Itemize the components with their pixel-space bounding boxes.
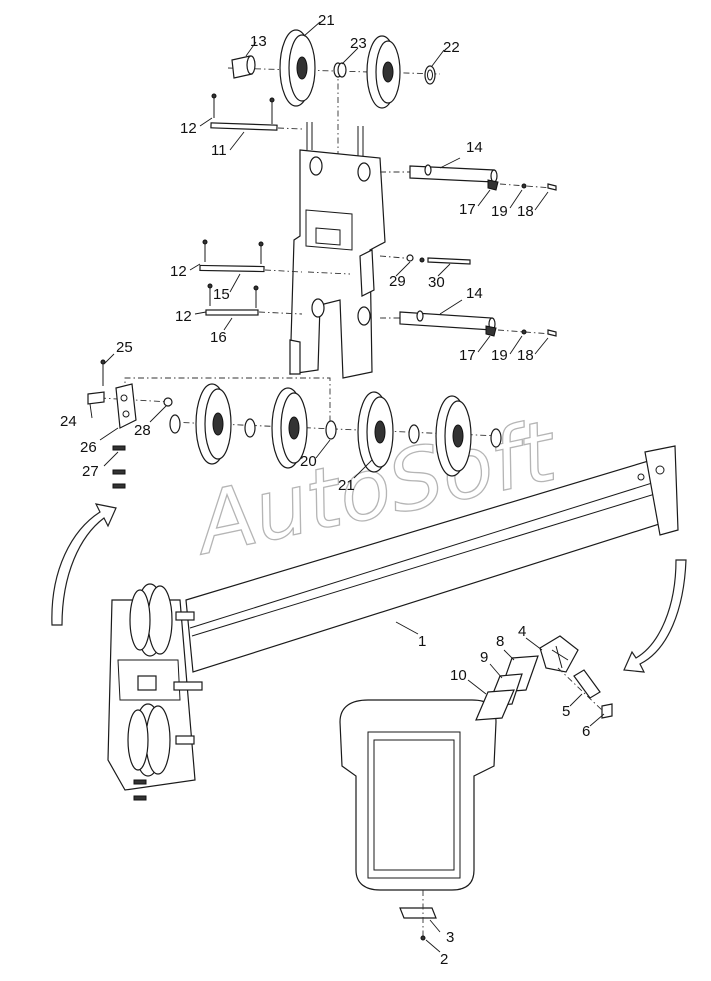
- callout-18-lower: 18: [517, 347, 534, 364]
- pin-30: [379, 254, 471, 265]
- callout-19-upper: 19: [491, 203, 508, 220]
- callout-4: 4: [518, 623, 526, 640]
- boom-head: [107, 583, 203, 801]
- callout-3: 3: [446, 929, 454, 946]
- callout-17-upper: 17: [459, 201, 476, 218]
- callout-30: 30: [428, 274, 445, 291]
- leader-lines: [89, 21, 605, 953]
- callout-11: 11: [211, 142, 227, 159]
- top-sheave-group: [227, 29, 441, 160]
- callout-12-lower: 12: [175, 308, 192, 325]
- bushing-13: [231, 55, 256, 79]
- callout-17-lower: 17: [459, 347, 476, 364]
- pin-14-lower: [380, 310, 557, 337]
- callout-12-middle: 12: [170, 263, 187, 280]
- callout-10: 10: [450, 667, 467, 684]
- spacer-23: [333, 62, 347, 78]
- callout-8: 8: [496, 633, 504, 650]
- sheave-top-right: [366, 35, 401, 109]
- callout-13: 13: [250, 33, 267, 50]
- callout-21-middle: 21: [338, 477, 355, 494]
- callout-20: 20: [300, 453, 317, 470]
- callout-24: 24: [60, 413, 77, 430]
- boom-1: [185, 445, 679, 673]
- callout-9: 9: [480, 649, 488, 666]
- callout-28: 28: [134, 422, 151, 439]
- link-bracket-26: [87, 359, 331, 489]
- callout-23: 23: [350, 35, 367, 52]
- callout-labels: 21 13 23 22 12 11 14 17 19 18 12 15 29 3…: [60, 12, 590, 968]
- stop-block-assembly: [475, 635, 613, 721]
- pin-14-upper: [380, 164, 557, 191]
- callout-6: 6: [582, 723, 590, 740]
- callout-15: 15: [213, 286, 230, 303]
- callout-21-top: 21: [318, 12, 335, 29]
- callout-14-upper: 14: [466, 139, 483, 156]
- pin-15: [199, 239, 303, 273]
- callout-18-upper: 18: [517, 203, 534, 220]
- upper-bracket: [289, 122, 386, 379]
- callout-27: 27: [82, 463, 99, 480]
- callout-26: 26: [80, 439, 97, 456]
- counterweight-housing: [339, 699, 497, 941]
- callout-14-lower: 14: [466, 285, 483, 302]
- callout-29: 29: [389, 273, 406, 290]
- callout-5: 5: [562, 703, 570, 720]
- callout-16: 16: [210, 329, 227, 346]
- callout-2: 2: [440, 951, 448, 968]
- ring-22: [424, 65, 436, 85]
- callout-25: 25: [116, 339, 133, 356]
- middle-sheave-row: [169, 383, 502, 477]
- callout-22: 22: [443, 39, 460, 56]
- callout-1: 1: [418, 633, 426, 650]
- assembly-arrow-right: [623, 559, 687, 673]
- assembly-arrow-left: [51, 503, 117, 626]
- callout-19-lower: 19: [491, 347, 508, 364]
- callout-12-upper: 12: [180, 120, 197, 137]
- sheave-21-top: [279, 29, 316, 107]
- pin-16: [205, 283, 303, 316]
- pin-11: [210, 93, 303, 131]
